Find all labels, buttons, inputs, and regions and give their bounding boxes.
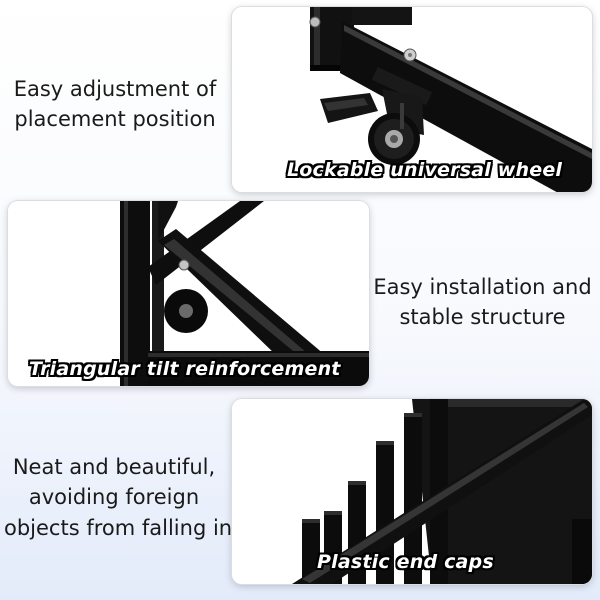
feature-description-line: Easy adjustment of bbox=[13, 77, 217, 101]
caster-wheel-photo: Lockable universal wheel bbox=[232, 7, 592, 192]
feature-description-line: placement position bbox=[14, 107, 216, 132]
caster-wheel-image bbox=[232, 7, 592, 192]
feature-description-line: objects from falling in bbox=[4, 515, 233, 540]
feature-description-line: Easy installation and bbox=[373, 275, 592, 299]
feature-description-adjustment: Easy adjustment of placement position bbox=[10, 74, 220, 135]
caption-triangular-reinforcement: Triangular tilt reinforcement bbox=[29, 358, 341, 380]
feature-description-neat: Neat and beautiful, avoiding foreign obj… bbox=[4, 452, 233, 543]
end-cap-image bbox=[232, 399, 592, 584]
feature-description-line: avoiding foreign bbox=[28, 485, 200, 510]
triangular-reinforcement-photo: Triangular tilt reinforcement bbox=[8, 201, 369, 386]
caption-lockable-wheel: Lockable universal wheel bbox=[287, 159, 563, 181]
end-caps-photo: Plastic end caps bbox=[232, 399, 592, 584]
feature-description-installation: Easy installation and stable structure bbox=[370, 272, 595, 333]
feature-description-line: stable structure bbox=[399, 305, 566, 330]
metal-frame-image bbox=[8, 201, 369, 386]
caption-plastic-end-caps: Plastic end caps bbox=[317, 551, 494, 573]
feature-description-line: Neat and beautiful, bbox=[12, 455, 216, 479]
